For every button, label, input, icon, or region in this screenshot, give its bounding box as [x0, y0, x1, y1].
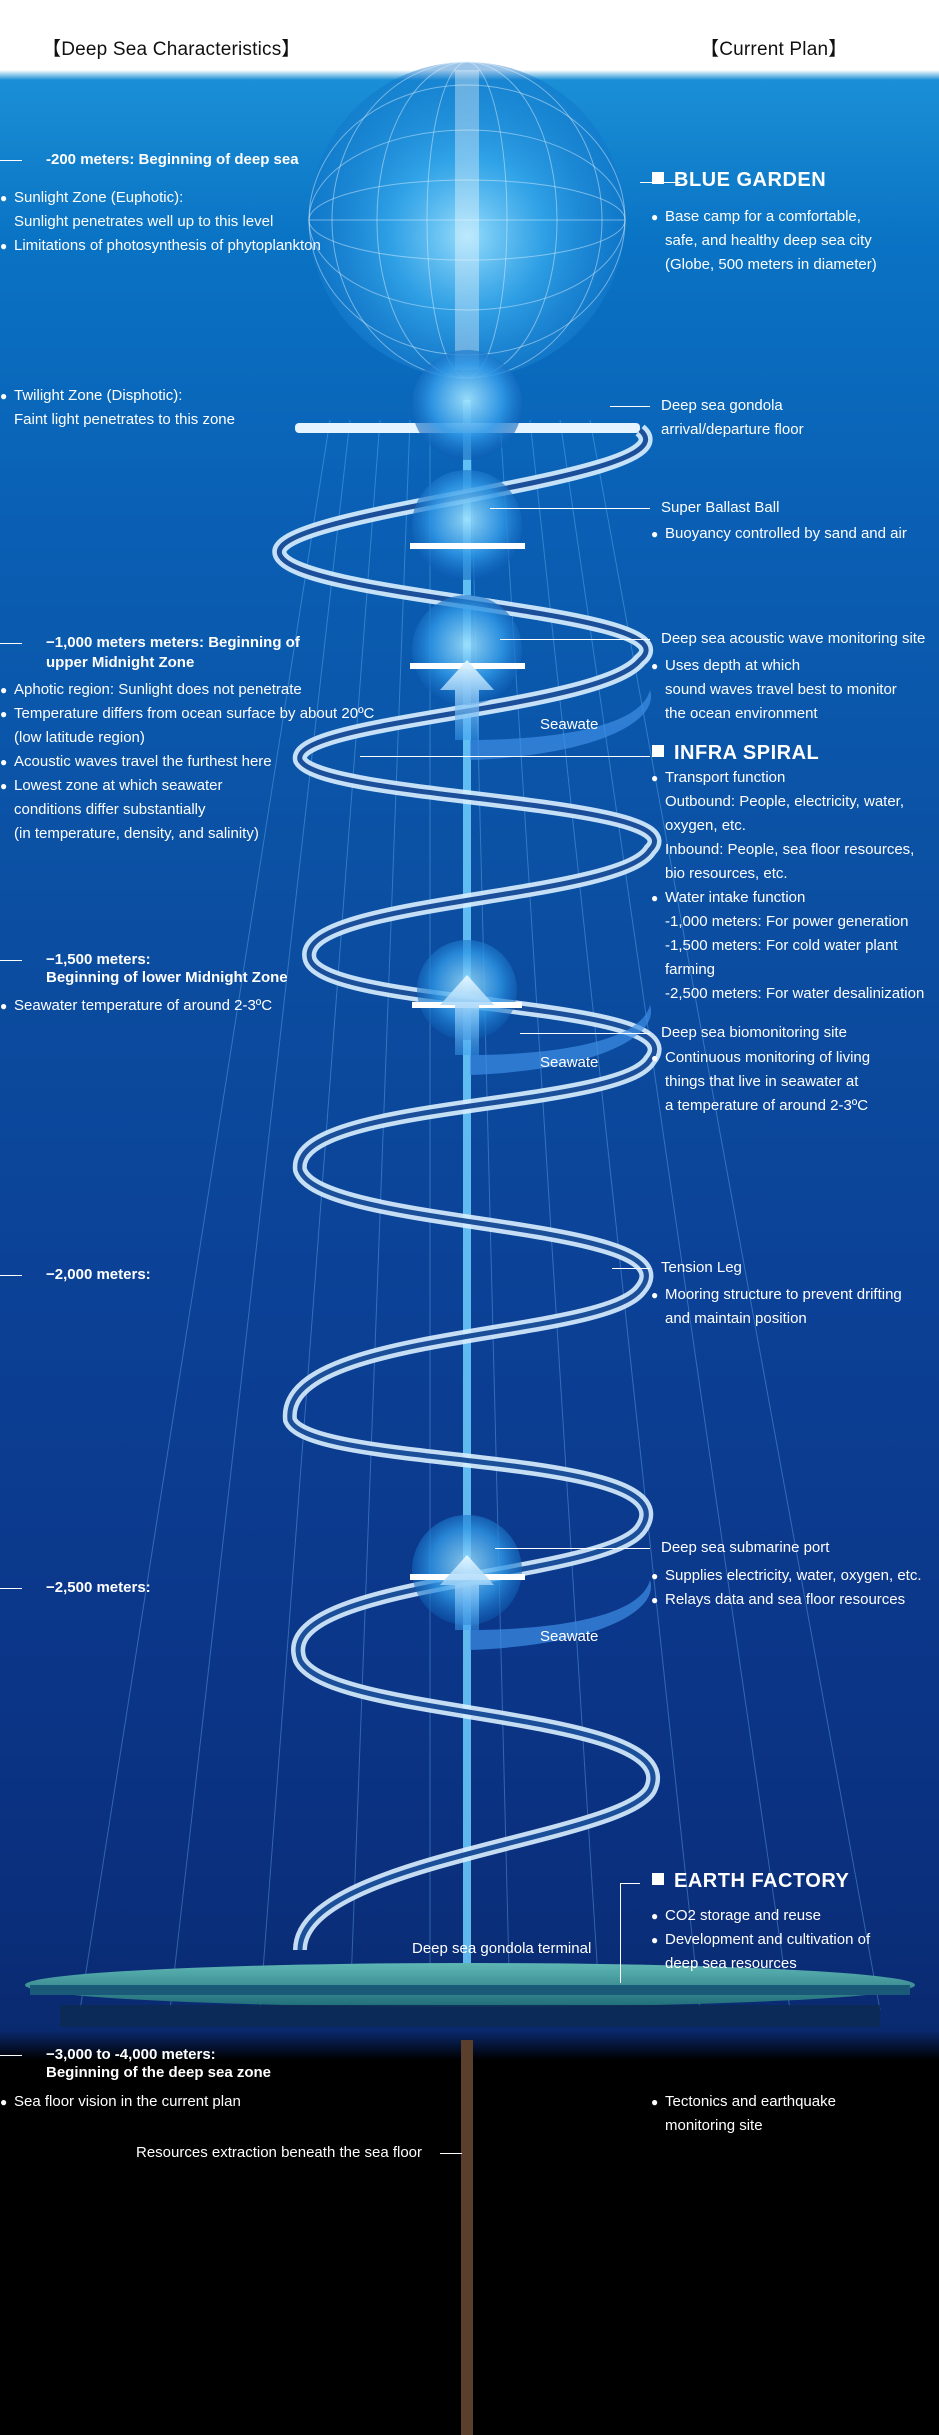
- development-1: Development and cultivation of: [651, 1928, 870, 1952]
- twilight-zone: Twilight Zone (Disphotic):: [0, 384, 182, 408]
- seafloor-drill: [461, 2040, 473, 2435]
- outbound-1: Outbound: People, electricity, water,: [665, 793, 905, 810]
- supplies: Supplies electricity, water, oxygen, etc…: [651, 1564, 921, 1588]
- label-1000m-1: −1,000 meters meters: Beginning of: [46, 634, 300, 651]
- infra-spiral-text: INFRA SPIRAL: [674, 742, 820, 764]
- lowest-zone-3: (in temperature, density, and salinity): [14, 825, 259, 842]
- label-1000m-2: upper Midnight Zone: [46, 654, 195, 671]
- earth-factory-text: EARTH FACTORY: [674, 1870, 850, 1892]
- outbound-2: oxygen, etc.: [665, 817, 746, 834]
- acoustic-3: the ocean environment: [665, 705, 818, 722]
- tick-1500m: [0, 960, 22, 961]
- acoustic-site: Deep sea acoustic wave monitoring site: [661, 630, 926, 647]
- blue-garden-1: Base camp for a comfortable,: [651, 205, 861, 229]
- acoustic-leader: [500, 639, 650, 640]
- earth-factory-leader-v: [620, 1883, 621, 1983]
- inbound-2: bio resources, etc.: [665, 865, 788, 882]
- label-200m: -200 meters: Beginning of deep sea: [46, 151, 299, 168]
- lowest-zone-2: conditions differ substantially: [14, 801, 206, 818]
- label-3000m-1: −3,000 to -4,000 meters:: [46, 2046, 216, 2063]
- resources-extraction-leader: [440, 2153, 462, 2154]
- gondola-leader: [610, 406, 650, 407]
- tick-1000m: [0, 643, 22, 644]
- tectonics-2: monitoring site: [665, 2117, 763, 2134]
- super-ballast-ball: Super Ballast Ball: [661, 499, 780, 516]
- seawater-temp: Seawater temperature of around 2-3ºC: [0, 994, 272, 1018]
- square-marker-icon: [652, 745, 664, 757]
- seawater-label-3: Seawate: [540, 1628, 599, 1645]
- acoustic-1: Uses depth at which: [651, 654, 800, 678]
- sunlight-line2: Sunlight penetrates well up to this leve…: [14, 213, 274, 230]
- tick-3000m: [0, 2055, 22, 2056]
- mooring-1: Mooring structure to prevent drifting: [651, 1283, 902, 1307]
- tick-2000m: [0, 1275, 22, 1276]
- intake-2b: farming: [665, 961, 716, 978]
- blue-garden-2: safe, and healthy deep sea city: [665, 232, 872, 249]
- label-1500m-2: Beginning of lower Midnight Zone: [46, 969, 288, 986]
- intake-3: -2,500 meters: For water desalinization: [665, 985, 925, 1002]
- mooring-2: and maintain position: [665, 1310, 807, 1327]
- buoyancy: Buoyancy controlled by sand and air: [651, 522, 907, 546]
- seawater-intake-arrows: [440, 660, 652, 1650]
- temperature-diff: Temperature differs from ocean surface b…: [0, 702, 374, 726]
- gondola-floor-2: arrival/departure floor: [661, 421, 804, 438]
- infra-spiral-leader: [360, 756, 650, 757]
- bio-2: things that live in seawater at: [665, 1073, 859, 1090]
- sunlight-line3: Limitations of photosynthesis of phytopl…: [0, 234, 321, 258]
- aphotic-region: Aphotic region: Sunlight does not penetr…: [0, 678, 302, 702]
- square-marker-icon: [652, 172, 664, 184]
- resources-extraction: Resources extraction beneath the sea flo…: [136, 2144, 423, 2161]
- blue-garden-text: BLUE GARDEN: [674, 169, 827, 191]
- bio-1: Continuous monitoring of living: [651, 1046, 870, 1070]
- earth-factory-platform: [25, 1963, 915, 2027]
- gondola-terminal-label: Deep sea gondola terminal: [412, 1940, 592, 1957]
- tectonics-1: Tectonics and earthquake: [651, 2090, 836, 2114]
- acoustic-2: sound waves travel best to monitor: [665, 681, 897, 698]
- ballast-leader: [490, 508, 650, 509]
- gondola-floor-1: Deep sea gondola: [661, 397, 783, 414]
- relays: Relays data and sea floor resources: [651, 1588, 905, 1612]
- label-2500m: −2,500 meters:: [46, 1579, 151, 1596]
- temperature-diff-2: (low latitude region): [14, 729, 145, 746]
- blue-garden-3: (Globe, 500 meters in diameter): [665, 256, 877, 273]
- acoustic-waves: Acoustic waves travel the furthest here: [0, 750, 272, 774]
- water-intake: Water intake function: [651, 886, 805, 910]
- label-3000m-2: Beginning of the deep sea zone: [46, 2064, 272, 2081]
- biomonitoring-site: Deep sea biomonitoring site: [661, 1024, 847, 1041]
- blue-garden-globe-icon: [308, 61, 626, 379]
- tick-200m: [0, 160, 22, 161]
- tick-2500m: [0, 1588, 22, 1589]
- header-current-plan: 【Current Plan】: [700, 39, 848, 60]
- earth-factory-title: EARTH FACTORY: [652, 1870, 849, 1893]
- inbound-1: Inbound: People, sea floor resources,: [665, 841, 915, 858]
- sunlight-zone: Sunlight Zone (Euphotic):: [0, 186, 183, 210]
- square-marker-icon: [652, 1873, 664, 1885]
- label-2000m: −2,000 meters:: [46, 1266, 151, 1283]
- submarine-port: Deep sea submarine port: [661, 1539, 830, 1556]
- earth-factory-leader-h: [620, 1883, 640, 1884]
- intake-2: -1,500 meters: For cold water plant: [665, 937, 898, 954]
- tension-leg: Tension Leg: [661, 1259, 742, 1276]
- bio-leader: [520, 1033, 650, 1034]
- intake-1: -1,000 meters: For power generation: [665, 913, 909, 930]
- twilight-line2: Faint light penetrates to this zone: [14, 411, 235, 428]
- transport-function: Transport function: [651, 766, 785, 790]
- infra-spiral-title: INFRA SPIRAL: [652, 742, 819, 765]
- development-2: deep sea resources: [665, 1955, 797, 1972]
- central-column: [463, 400, 471, 1980]
- submarine-leader: [495, 1548, 650, 1549]
- seawater-label-2: Seawate: [540, 1054, 599, 1071]
- blue-garden-title: BLUE GARDEN: [652, 169, 826, 192]
- tension-leader: [612, 1268, 650, 1269]
- seawater-label-1: Seawate: [540, 716, 599, 733]
- header-deep-sea-characteristics: 【Deep Sea Characteristics】: [42, 39, 301, 60]
- label-1500m-1: −1,500 meters:: [46, 951, 151, 968]
- lowest-zone: Lowest zone at which seawater: [0, 774, 222, 798]
- seafloor-vision: Sea floor vision in the current plan: [0, 2090, 241, 2114]
- co2-storage: CO2 storage and reuse: [651, 1904, 821, 1928]
- bio-3: a temperature of around 2-3ºC: [665, 1097, 869, 1114]
